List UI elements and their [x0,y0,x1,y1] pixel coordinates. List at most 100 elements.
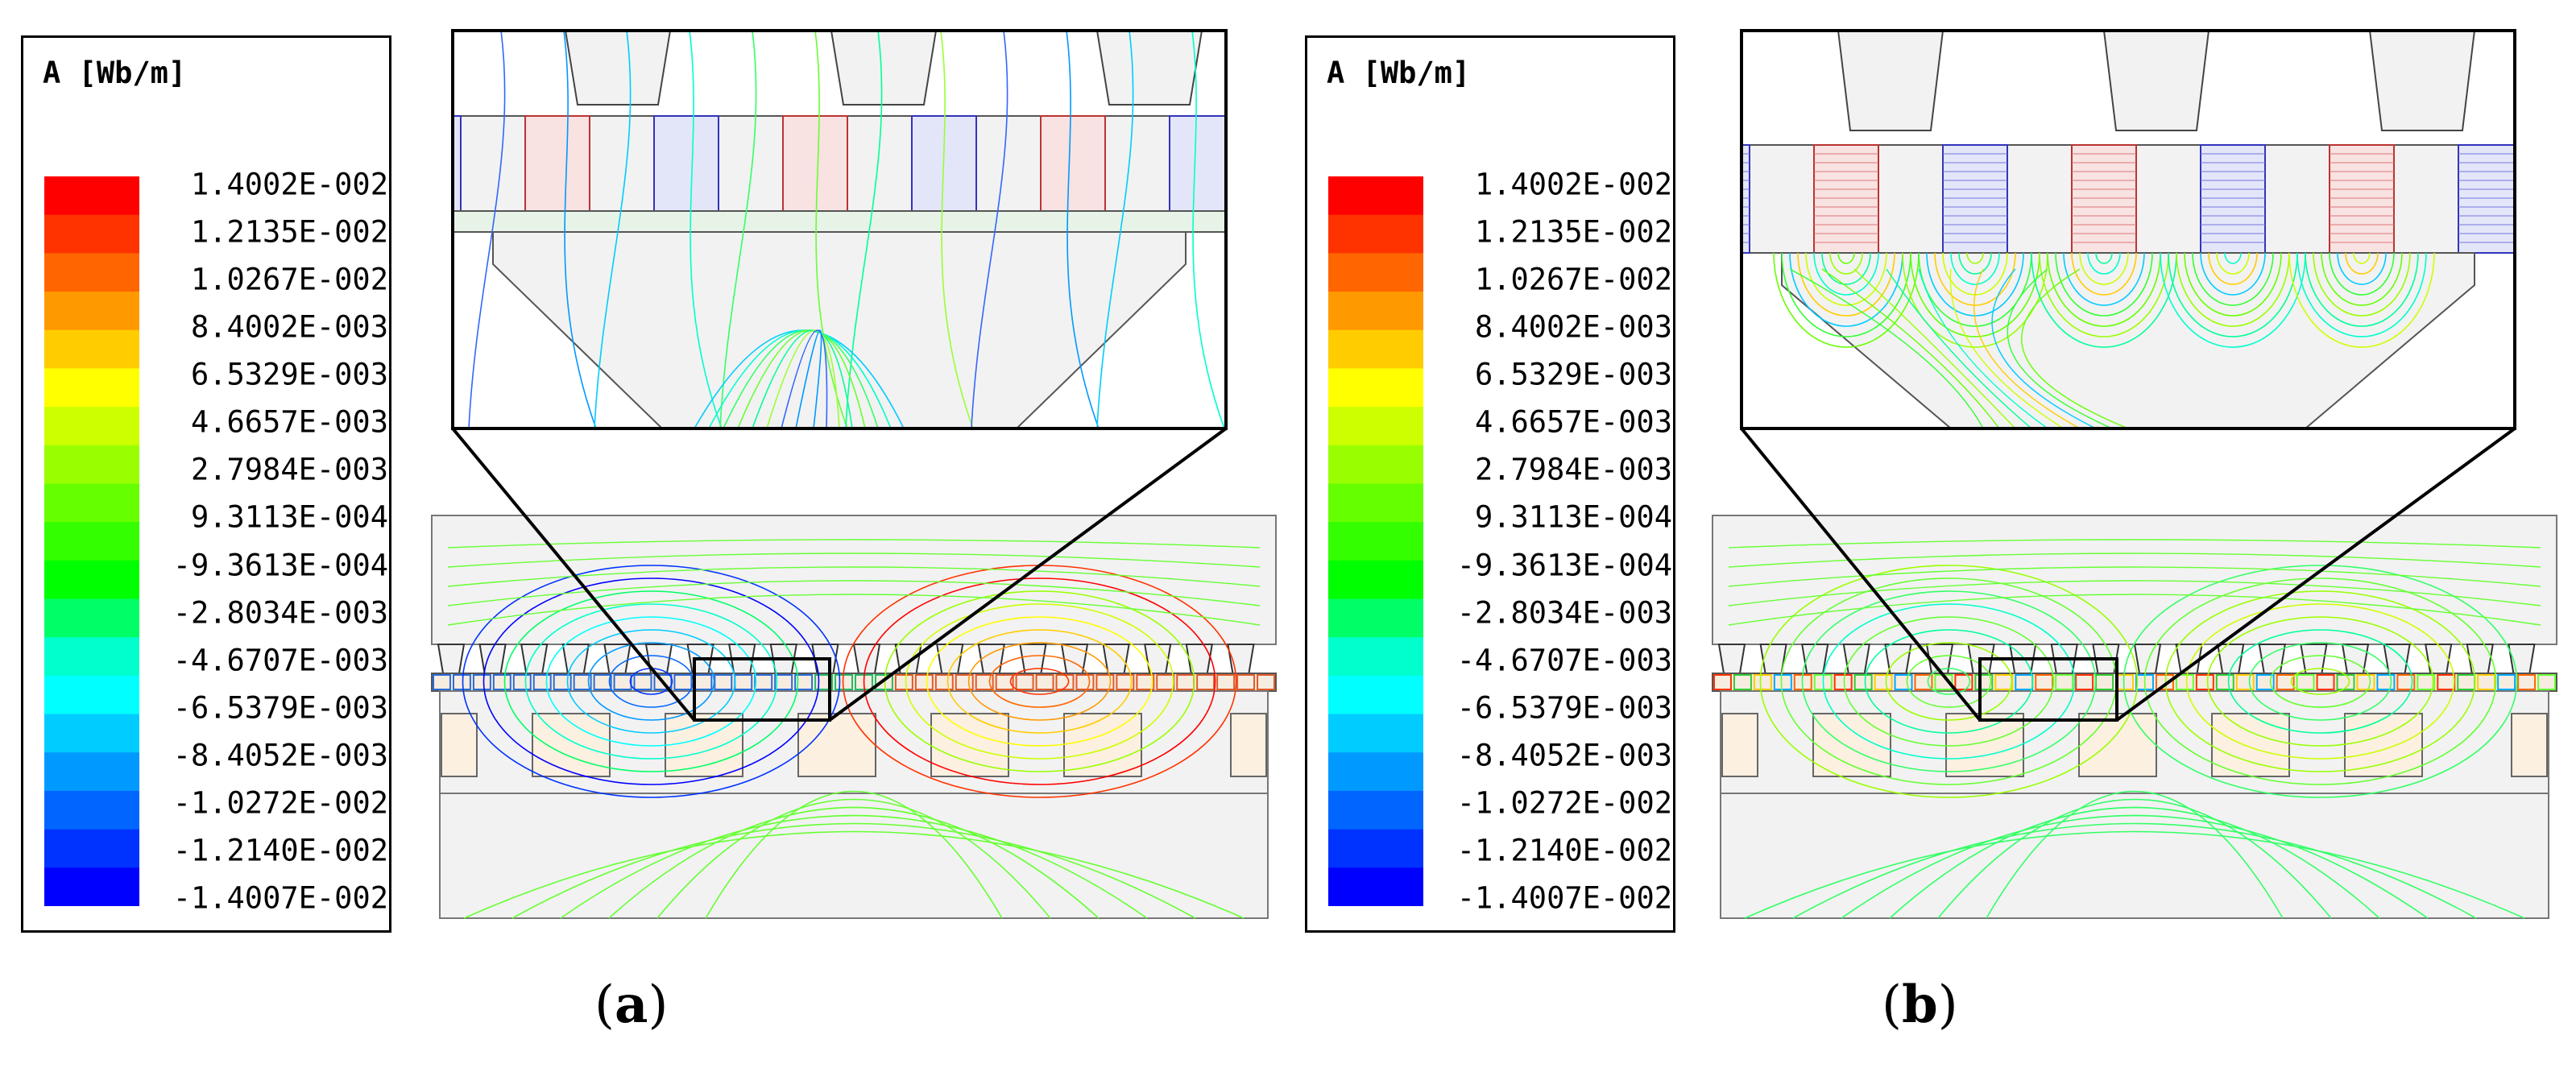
permanent-magnet [1116,674,1135,690]
flux-line [1728,594,2541,626]
permanent-magnet [593,674,612,690]
flux-line [1781,252,1911,337]
legend-value: 9.3113E-004 [190,499,388,535]
flux-line [2216,252,2250,275]
permanent-magnet [1733,674,1752,690]
permanent-magnet [1169,115,1224,223]
permanent-magnet [894,674,913,690]
flux-line [524,603,778,760]
flux-line [1934,252,2016,306]
coil [2511,713,2548,777]
caption-paren: ( [594,975,615,1035]
zoom-connector-line [828,427,1228,722]
permanent-magnet [975,674,994,690]
stator-tooth [2369,32,2475,131]
permanent-magnet [1994,674,2014,690]
flux-line [1797,252,1895,317]
flux-line [566,629,736,734]
permanent-magnet [1974,674,1994,690]
coil [1721,713,1758,777]
flux-line [1789,268,1983,427]
flux-line [462,565,841,798]
permanent-magnet [1914,674,1933,690]
back-iron [454,210,1224,233]
flux-line [2206,616,2434,747]
flux-line [2305,252,2419,327]
permanent-magnet [1075,674,1095,690]
flux-line [946,629,1133,734]
legend-value: 1.2135E-002 [1474,214,1672,250]
flux-line [1906,655,1992,708]
stator-tooth [830,32,937,106]
caption-letter: a [614,975,648,1035]
legend-value: 4.6657E-003 [190,404,388,440]
flux-line [2329,252,2395,296]
permanent-magnet [433,674,451,690]
colorbar-band [44,675,139,715]
permanent-magnet [673,674,693,690]
flux-line [1966,252,1984,264]
magnet-track [431,673,1277,692]
permanent-magnet [2396,674,2416,690]
flux-line [1889,806,2380,919]
flux-line [988,655,1091,708]
flux-line [468,32,506,427]
legend-value: -9.3613E-004 [172,548,388,583]
legend-value: -8.4052E-003 [1456,738,1672,773]
legend-unit: A [Wb/m] [1327,56,1471,90]
colorbar-band [44,445,139,484]
flux-line [2087,252,2121,275]
colorbar-band [1328,560,1423,600]
permanent-magnet [2195,674,2214,690]
colorbar-band [44,253,139,292]
permanent-magnet [934,674,954,690]
colorbar-band [1328,829,1423,868]
permanent-magnet [2276,674,2295,690]
flux-line [781,329,828,427]
permanent-magnet [1894,674,1913,690]
stator-tooth [852,644,881,674]
permanent-magnet [1035,674,1054,690]
permanent-magnet [2316,674,2335,690]
flux-line [1805,252,1887,306]
flux-line [1759,565,2139,798]
permanent-magnet [874,674,893,690]
permanent-magnet [1136,674,1155,690]
stator-yoke [1712,515,2557,645]
flux-line [1986,790,2284,919]
flux-line [2021,268,2127,427]
coil [2344,713,2423,777]
flux-line [2164,590,2476,772]
colorbar-band [1328,214,1423,254]
flux-line [766,329,840,427]
permanent-magnet [2075,674,2094,690]
legend-value: 1.0267E-002 [1474,262,1672,297]
flux-line [1821,252,1871,285]
flux-line [447,580,1261,606]
permanent-magnet [1095,674,1115,690]
permanent-magnet [653,115,719,223]
flux-line [1958,252,1992,275]
permanent-magnet [2200,144,2266,254]
colorbar-band [44,829,139,868]
flux-line [689,32,723,427]
flux-line [2224,252,2242,264]
colorbar-band [1328,790,1423,830]
magnet-track [1712,673,2557,692]
permanent-magnet [2071,144,2137,254]
permanent-magnet [573,674,592,690]
stator-tooth [520,644,549,674]
flux-line [1927,668,1971,695]
permanent-magnet [1773,674,1792,690]
legend-value: -6.5379E-003 [1456,690,1672,726]
flux-line [482,577,820,785]
flux-line [2248,642,2392,721]
flux-line [1885,642,2013,721]
flux-line [2208,252,2258,285]
permanent-magnet [914,674,934,690]
permanent-magnet [1216,674,1236,690]
flux-line [1886,268,2031,427]
permanent-magnet [1015,674,1034,690]
